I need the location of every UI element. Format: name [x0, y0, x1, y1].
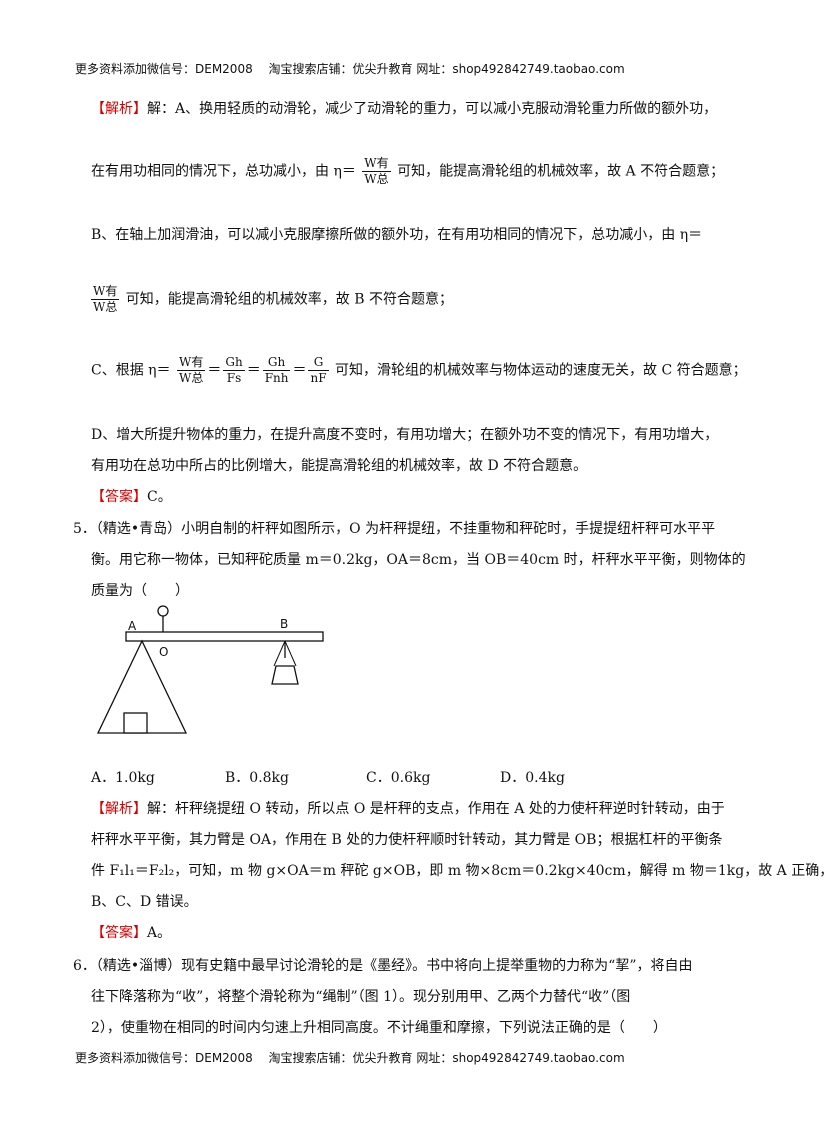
- q5-answer: 【答案】A。: [91, 922, 171, 942]
- fraction-w: W有 W总: [177, 355, 206, 386]
- q5-stem-line-1: 5．（精选•青岛）小明自制的杆秤如图所示，O 为杆秤提纽，不挂重物和秤砣时，手提…: [73, 521, 716, 537]
- daan-tag: 【答案】: [91, 925, 147, 941]
- page-footer: 更多资料添加微信号：DEM2008 淘宝搜索店铺：优尖升教育 网址：shop49…: [75, 1051, 625, 1065]
- q5-option-a: A．1.0kg: [91, 770, 155, 786]
- fnh: Fnh: [264, 371, 289, 385]
- q5-explanation-line-1: 【解析】解：杆秤绕提纽 O 转动，所以点 O 是杆秤的支点，作用在 A 处的力使…: [91, 798, 725, 818]
- q4-explanation-line-3: B、在轴上加润滑油，可以减小克服摩擦所做的额外功，在有用功相同的情况下，总功减小…: [91, 227, 703, 243]
- q4-explanation-line-4: W有 W总 可知，能提高滑轮组的机械效率，故 B 不符合题意；: [91, 284, 453, 315]
- efficiency-fraction-2: W有 W总: [91, 284, 120, 315]
- q5-option-b: B．0.8kg: [225, 770, 289, 786]
- fraction-gh-fnh: Gh Fnh: [262, 355, 291, 386]
- q5-explanation-line-4: B、C、D 错误。: [91, 894, 198, 910]
- page-header: 更多资料添加微信号：DEM2008 淘宝搜索店铺：优尖升教育 网址：shop49…: [75, 62, 625, 76]
- q4-explanation-line-7: 有用功在总功中所占的比例增大，能提高滑轮组的机械效率，故 D 不符合题意。: [91, 458, 588, 474]
- counterweight: [271, 665, 299, 685]
- w-total: W总: [364, 172, 389, 186]
- q4-explanation-line-2: 在有用功相同的情况下，总功减小，由 η＝ W有 W总 可知，能提高滑轮组的机械效…: [91, 156, 724, 187]
- label-a: A: [128, 619, 137, 633]
- steelyard-figure: A B O: [96, 605, 324, 734]
- q5-stem-line-3: 质量为（ ）: [91, 583, 189, 599]
- q5-answer-value: A。: [147, 925, 172, 941]
- object-box: [123, 712, 148, 734]
- steelyard-beam: [125, 631, 324, 642]
- label-b: B: [280, 617, 288, 631]
- jiexi-tag: 【解析】: [91, 101, 147, 117]
- q4-answer: 【答案】C。: [91, 486, 172, 506]
- q4-explanation-line-6: D、增大所提升物体的重力，在提升高度不变时，有用功增大；在额外功不变的情况下，有…: [91, 427, 719, 443]
- q5-option-d: D．0.4kg: [500, 770, 565, 786]
- w-useful: W有: [362, 156, 391, 172]
- q4-text-4b: 可知，能提高滑轮组的机械效率，故 B 不符合题意；: [125, 291, 453, 308]
- efficiency-fraction-1: W有 W总: [362, 156, 391, 187]
- jiexi-tag: 【解析】: [91, 801, 147, 817]
- gh: Gh: [223, 355, 245, 371]
- g: G: [308, 355, 329, 371]
- q5-text-1: 解：杆秤绕提纽 O 转动，所以点 O 是杆秤的支点，作用在 A 处的力使杆秤逆时…: [147, 801, 725, 817]
- q6-stem-line-3: 2），使重物在相同的时间内匀速上升相同高度。不计绳重和摩擦，下列说法正确的是（ …: [91, 1020, 667, 1036]
- w-useful: W有: [91, 284, 120, 300]
- q5-explanation-line-2: 杆秤水平平衡，其力臂是 OA，作用在 B 处的力使杆秤顺时针转动，其力臂是 OB…: [91, 832, 723, 848]
- q5-stem-line-2: 衡。用它称一物体，已知秤砣质量 m＝0.2kg，OA＝8cm，当 OB＝40cm…: [91, 552, 746, 568]
- q4-text-5a: C、根据 η＝: [91, 362, 171, 379]
- q5-explanation-line-3: 件 F₁l₁＝F₂l₂，可知，m 物 g×OA＝m 秤砣 g×OB，即 m 物×…: [91, 863, 833, 879]
- w-total: W总: [93, 300, 118, 314]
- q6-stem-line-1: 6．（精选•淄博）现有史籍中最早讨论滑轮的是《墨经》。书中将向上提举重物的力称为…: [73, 958, 693, 974]
- daan-tag: 【答案】: [91, 489, 147, 505]
- q5-option-c: C．0.6kg: [366, 770, 431, 786]
- q4-text-2a: 在有用功相同的情况下，总功减小，由 η＝: [91, 163, 356, 180]
- w-total: W总: [179, 371, 204, 385]
- q4-text-5b: 可知，滑轮组的机械效率与物体运动的速度无关，故 C 符合题意；: [335, 362, 747, 379]
- q4-explanation-line-5: C、根据 η＝ W有 W总 ＝ Gh Fs ＝ Gh Fnh ＝ G nF 可知…: [91, 355, 747, 386]
- w-useful: W有: [177, 355, 206, 371]
- weight-string: [273, 640, 286, 667]
- fraction-gh-fs: Gh Fs: [223, 355, 245, 386]
- q4-answer-value: C。: [147, 489, 172, 505]
- label-o: O: [159, 645, 168, 659]
- q4-text-2b: 可知，能提高滑轮组的机械效率，故 A 不符合题意；: [397, 163, 725, 180]
- gh: Gh: [262, 355, 291, 371]
- weight-string: [284, 640, 297, 667]
- fraction-g-nf: G nF: [308, 355, 329, 386]
- q6-stem-line-2: 往下降落称为“收”，将整个滑轮称为“绳制”（图 1）。现分别用甲、乙两个力替代“…: [91, 989, 631, 1005]
- q4-explanation-line-1: 【解析】解：A、换用轻质的动滑轮，减少了动滑轮的重力，可以减小克服动滑轮重力所做…: [91, 98, 717, 118]
- nf: nF: [310, 371, 327, 385]
- fs: Fs: [226, 371, 242, 385]
- q4-text-1: 解：A、换用轻质的动滑轮，减少了动滑轮的重力，可以减小克服动滑轮重力所做的额外功…: [147, 101, 718, 117]
- lifting-ring: [157, 605, 169, 617]
